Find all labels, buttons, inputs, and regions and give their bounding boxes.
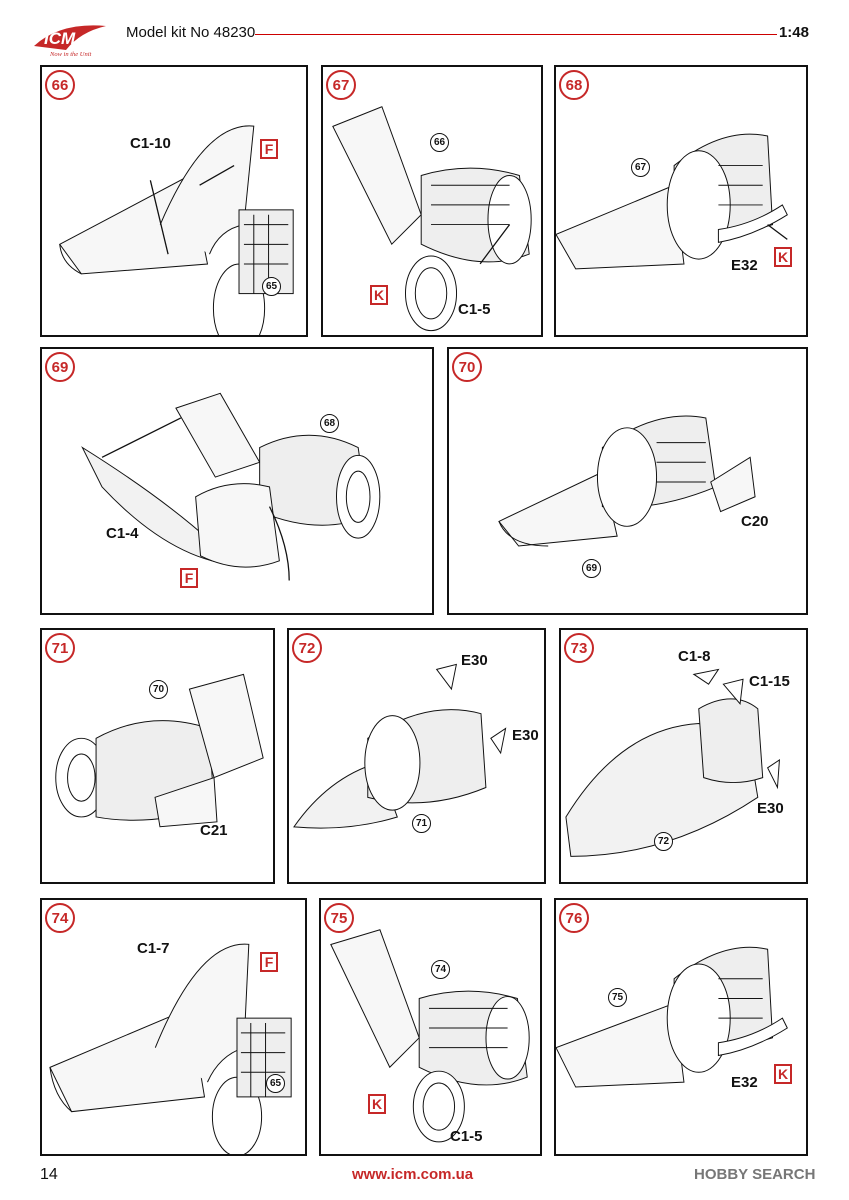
step-66-number: 66	[45, 70, 75, 100]
step-70-part-label: C20	[741, 513, 769, 530]
step-75-panel: 75 74 K C1-5	[319, 898, 542, 1156]
step-67-number: 67	[326, 70, 356, 100]
step-67-part-label: C1-5	[458, 301, 491, 318]
step-70-ref: 69	[582, 559, 601, 578]
step-71-number: 71	[45, 633, 75, 663]
step-73-part-label-a: C1-8	[678, 648, 711, 665]
step-68-color-code: K	[774, 247, 792, 267]
logo-text: ICM	[44, 29, 76, 48]
step-69-number: 69	[45, 352, 75, 382]
step-69-ref: 68	[320, 414, 339, 433]
step-76-drawing	[556, 946, 788, 1088]
header-rule	[255, 34, 777, 35]
step-73-number: 73	[564, 633, 594, 663]
step-69-drawing	[81, 392, 381, 581]
step-70-drawing	[498, 415, 756, 547]
step-67-ref: 66	[430, 133, 449, 152]
step-75-part-label: C1-5	[450, 1128, 483, 1145]
step-75-ref: 74	[431, 960, 450, 979]
step-68-ref: 67	[631, 158, 650, 177]
step-72-drawing	[293, 663, 507, 829]
step-69-panel: 69 68 C1-4 F	[40, 347, 434, 615]
icm-logo: ICM Now in the Unit	[34, 25, 106, 58]
kit-title: Model kit No 48230	[126, 24, 256, 41]
step-71-ref: 70	[149, 680, 168, 699]
step-74-color-code: F	[260, 952, 278, 972]
step-74-drawing	[49, 943, 292, 1154]
step-73-part-label-b: C1-15	[749, 673, 790, 690]
step-76-panel: 76 75 E32 K	[554, 898, 808, 1156]
step-68-number: 68	[559, 70, 589, 100]
step-74-part-label: C1-7	[137, 940, 170, 957]
website-link[interactable]: www.icm.com.ua	[352, 1166, 474, 1183]
page-number: 14	[40, 1166, 58, 1183]
step-74-number: 74	[45, 903, 75, 933]
step-68-part-label: E32	[731, 257, 758, 274]
step-68-drawing	[556, 133, 788, 270]
step-74-ref: 65	[266, 1074, 285, 1093]
watermark: HOBBY SEARCH	[694, 1166, 816, 1183]
step-75-color-code: K	[368, 1094, 386, 1114]
step-69-color-code: F	[180, 568, 198, 588]
logo-tagline: Now in the Unit	[49, 51, 92, 58]
step-71-part-label: C21	[200, 822, 228, 839]
step-75-number: 75	[324, 903, 354, 933]
step-71-panel: 71 70 C21	[40, 628, 275, 884]
step-73-part-label-c: E30	[757, 800, 784, 817]
step-69-part-label: C1-4	[106, 525, 139, 542]
step-70-number: 70	[452, 352, 482, 382]
step-68-panel: 68 67 E32 K	[554, 65, 808, 337]
step-72-ref: 71	[412, 814, 431, 833]
step-66-part-label: C1-10	[130, 135, 171, 152]
step-70-panel: 70 C20 69	[447, 347, 808, 615]
step-73-panel: 73 C1-8 C1-15 E30 72	[559, 628, 808, 884]
step-74-panel: 74 C1-7 F 65	[40, 898, 307, 1156]
step-72-number: 72	[292, 633, 322, 663]
step-71-drawing	[55, 673, 264, 828]
step-67-color-code: K	[370, 285, 388, 305]
step-66-panel: 66 C1-10 F 65	[40, 65, 308, 337]
step-73-drawing	[565, 668, 780, 857]
kit-scale: 1:48	[778, 24, 809, 41]
step-72-part-label-top: E30	[461, 652, 488, 669]
step-76-number: 76	[559, 903, 589, 933]
step-75-drawing	[330, 929, 530, 1143]
step-76-part-label: E32	[731, 1074, 758, 1091]
step-73-ref: 72	[654, 832, 673, 851]
step-67-panel: 67 66 K C1-5	[321, 65, 543, 337]
step-72-part-label-side: E30	[512, 727, 539, 744]
step-66-ref: 65	[262, 277, 281, 296]
step-66-color-code: F	[260, 139, 278, 159]
step-76-ref: 75	[608, 988, 627, 1007]
step-72-panel: 72 E30 E30 71	[287, 628, 546, 884]
step-76-color-code: K	[774, 1064, 792, 1084]
step-67-drawing	[332, 106, 532, 332]
